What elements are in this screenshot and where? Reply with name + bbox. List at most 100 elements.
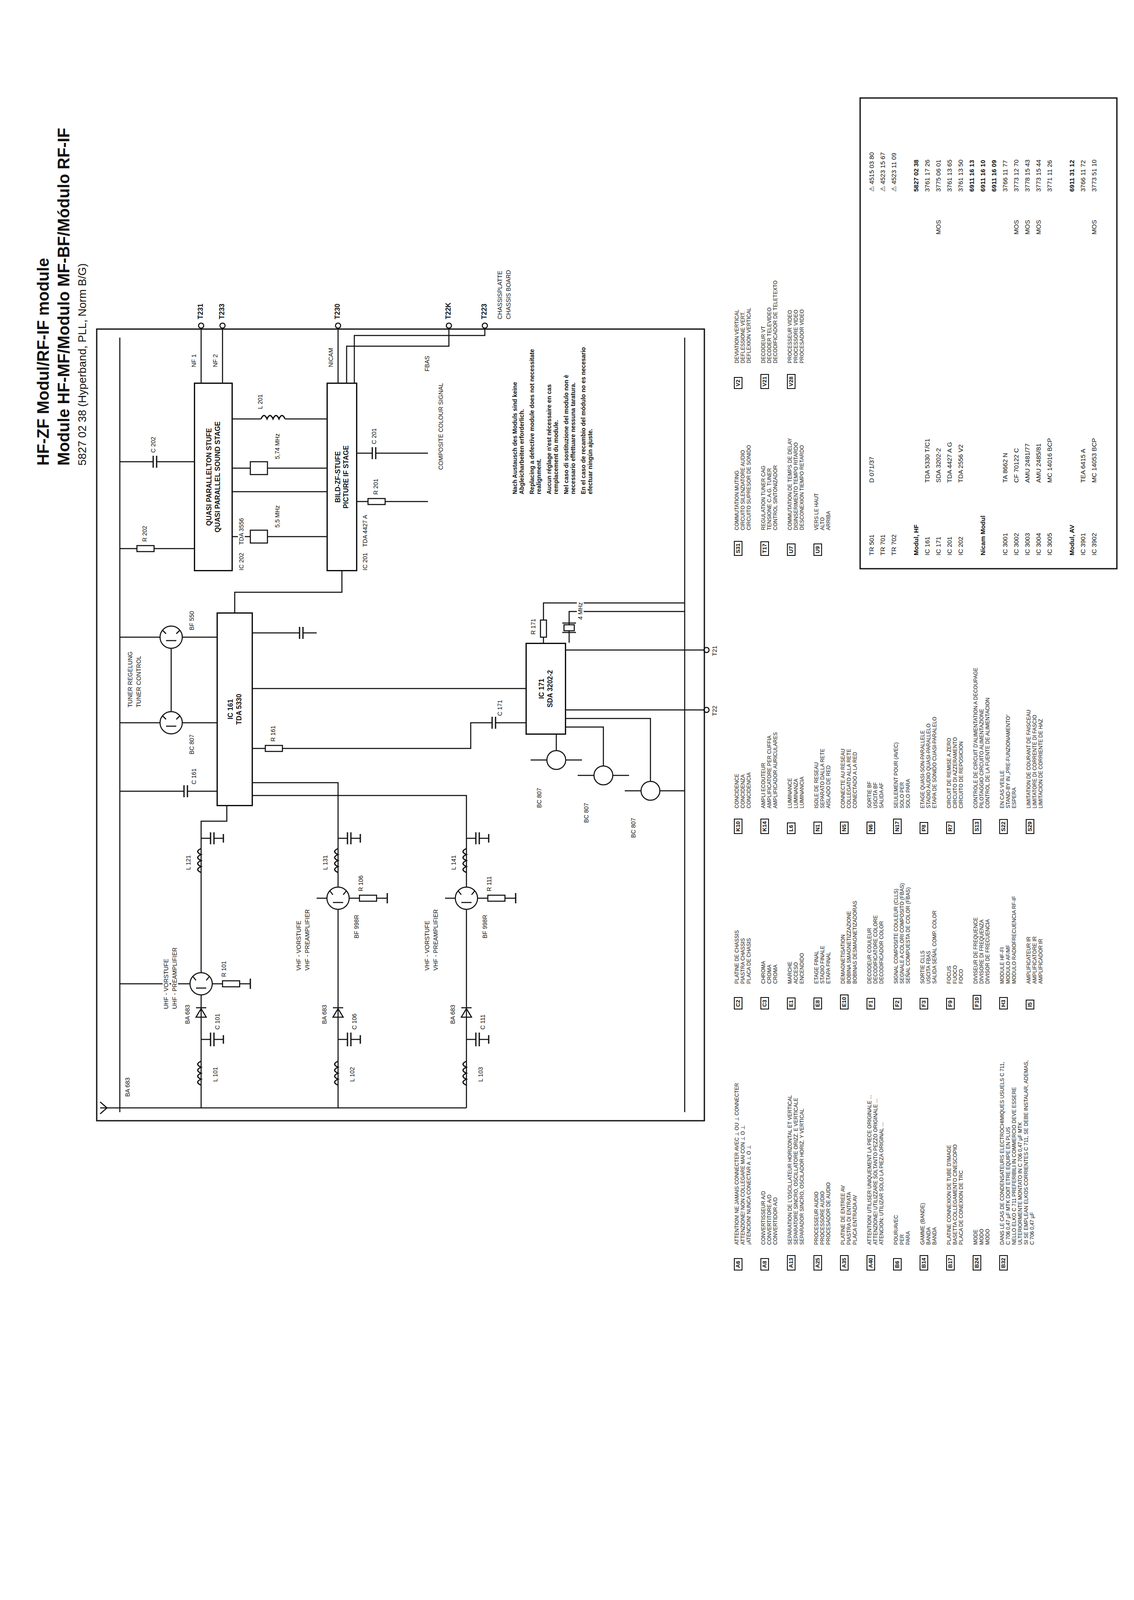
component-label: IC 202 <box>237 552 245 571</box>
table-cell: 6911 16 10 <box>979 159 987 193</box>
component-label: L 101 <box>211 1066 219 1083</box>
legend-description: CONVERTISSEUR A/DCONVERTITORE A/DCONVERT… <box>760 1190 779 1245</box>
title: HF-ZF Modul/RF-IF module <box>34 257 54 467</box>
note-text: Nach Austausch des Moduls sind keine Abg… <box>511 346 526 495</box>
transistor-symbol <box>162 630 475 989</box>
legend-description: MARCHEACCESOENCENDIDO <box>786 952 805 984</box>
legend-code: E8 <box>813 997 823 1010</box>
component-label: L 201 <box>256 393 264 410</box>
legend-description: PROCESSEUR VIDEOPROCESSORE VIDEOPROCESAD… <box>786 309 805 364</box>
legend-text: AMPLIFICADOR IR <box>1037 936 1044 984</box>
legend-text: SEPARATO DALLA RETE <box>819 748 826 809</box>
component-label: R 106 <box>357 875 365 892</box>
legend-code: U9 <box>813 543 823 556</box>
component-label: COMPOSITE COLOUR SIGNAL <box>437 382 445 471</box>
component-label: R 101 <box>220 960 228 978</box>
legend-description: COMMUTATION MUTINGCIRCUITO SILENZIATORE … <box>733 445 752 531</box>
legend-description: LUMINANCELUMINANZALUMINANCIA <box>786 776 805 809</box>
component-label: C 171 <box>496 699 504 717</box>
legend-text: DANS LE CAS DE CONDENSATEURS ELECTROCHIM… <box>999 1060 1006 1245</box>
component-label: BC 807 <box>188 733 196 755</box>
transistor-symbol <box>160 626 183 649</box>
legend-text: CIRCUIT DE REMISE A ZERO <box>946 737 953 809</box>
table-cell: IC 3004 <box>1034 532 1042 556</box>
legend-text: ARRIBA <box>825 492 832 531</box>
legend-text: MODO <box>978 1228 985 1245</box>
table-cell: MOS <box>934 219 942 235</box>
component-label: C 106 <box>350 1013 358 1031</box>
legend-text: CONVERTISSEUR A/D <box>760 1190 767 1245</box>
table-cell: IC 201 <box>945 536 953 556</box>
table-cell: MC 14053 BCP <box>1090 437 1098 484</box>
legend-text: FUOCO <box>952 965 959 984</box>
legend-text: SEPARADOR SINCRO, OSCILADOR HORIZ. Y VER… <box>798 1095 805 1245</box>
schematic-symbols <box>96 97 1117 1121</box>
legend-description: SORTIE BFUSCITA BFSALIDA AF <box>866 781 885 809</box>
node-title: P8 <box>920 824 927 832</box>
legend-text: CROMA <box>766 961 773 984</box>
component-label: IC 201 <box>361 552 369 571</box>
table-cell: 3771 11 26 <box>1045 159 1054 193</box>
component-label: R 171 <box>529 618 537 636</box>
table-cell: TR 702 <box>890 534 898 556</box>
node-title: S29 <box>1027 821 1034 832</box>
legend-text: CONTROL SINTONIZADOR <box>772 465 779 531</box>
legend-code: A6 <box>733 1258 743 1271</box>
legend-text: ATTENTION! UTILISER UNIQUEMENT LA PIECE … <box>866 1095 873 1245</box>
table-cell: 3766 11 72 <box>1079 159 1087 193</box>
legend-code: F3 <box>919 997 929 1010</box>
note-text: Aucun réglage n'est nécessaire en cas re… <box>545 346 560 495</box>
connector-pin <box>703 707 710 713</box>
table-cell: TA 8662 N <box>1001 452 1009 484</box>
legend-text: PILOTAGGIO CIRCUITO ALIMENTAZIONE <box>978 667 985 809</box>
component-label: VHF - PREAMPLIFIER <box>432 908 440 971</box>
legend-text: PROCESSORE VIDEO <box>792 309 799 364</box>
component-label: BA 683 <box>184 1004 191 1025</box>
node-title: E10 <box>841 997 848 1007</box>
legend-description: DIVISEUR DE FREQUENCEDIVISORE DI FREQUEN… <box>972 917 991 984</box>
component-label: L 102 <box>348 1066 356 1083</box>
node-title: BILD-ZF-STUFE <box>333 451 342 503</box>
connector-pin <box>335 323 341 329</box>
legend-text: CONTROLE DE CIRCUIT D'ALIMENTATION A DEC… <box>972 667 979 809</box>
table-cell: TDA 5330 T/C1 <box>923 438 931 484</box>
legend-text: SEPARATORE SINCRO, OSCILLATORE ORIZZ. E … <box>792 1095 799 1245</box>
legend-text: STADIO AUDIO QUASI-PARALLELO <box>925 716 932 809</box>
table-cell: 3773 51 10 <box>1090 159 1098 193</box>
legend-code: A8 <box>760 1258 769 1271</box>
legend-text: DESCONEXION TIEMPO RETARDO <box>798 438 805 531</box>
legend-code: N1 <box>813 821 823 835</box>
legend-description: DECODEUR COULEURDECODIFICATORE COLOREDEC… <box>866 915 885 984</box>
component-label: T21 <box>711 645 719 657</box>
component-label: NF 1 <box>190 353 198 368</box>
component-label: BA 683 <box>320 1004 328 1025</box>
legend-text: DISINSERIMENTO TEMPO RITARDO <box>792 438 799 531</box>
legend-text: ATENCION: UTILIZAR SOLO LA PIEZA ORIGINA… <box>878 1095 885 1245</box>
transistor-symbol <box>641 781 660 801</box>
parts-table-frame <box>860 97 1117 569</box>
component-label: TDA 3556 <box>237 517 245 546</box>
legend-text: CIRCUITO SUPRESOR DE SONIDO <box>745 445 752 531</box>
filter-symbol <box>250 461 576 633</box>
connector-pin <box>198 323 204 329</box>
legend-text: PROCESSEUR AUDIO <box>813 1182 820 1245</box>
connector-label: T233 <box>218 303 226 320</box>
transistor-symbol <box>593 765 613 785</box>
legend-text: LIMITATION DE COURANT DE FAISCEAU <box>1025 709 1032 809</box>
table-cell: TDA 4427 A G <box>945 441 953 484</box>
node-title: V21 <box>761 376 768 387</box>
table-cell: MOS <box>1023 219 1031 235</box>
diode-symbol <box>195 1007 472 1018</box>
legend-description: AMPLI ECOUTEURAMPLIFICATORE PER CUFFIAAM… <box>760 732 779 809</box>
legend-text: VERS LE HAUT <box>813 492 820 531</box>
legend-description: SEPARATION DE L'OSCILLATEUR HORIZONTAL E… <box>786 1095 805 1245</box>
component-label: 5827 02 38 (Hyperband, PLL, Norm B/G) <box>76 262 90 467</box>
legend-description: AMPLIFICATEUR IRAMPLIFICATORE IRAMPLIFIC… <box>1025 936 1044 984</box>
legend-code: C2 <box>733 997 743 1010</box>
legend-text: CIRCUITO DE REPOSICION <box>958 737 965 809</box>
table-cell: IC 161 <box>923 536 931 556</box>
module-frame <box>96 329 705 1121</box>
legend-text: DIVISOR DE FRECUENCIA <box>984 917 991 984</box>
legend-code: S13 <box>972 819 982 835</box>
legend-text: CIRCUITO DI AZZERAMENTO <box>952 737 959 809</box>
